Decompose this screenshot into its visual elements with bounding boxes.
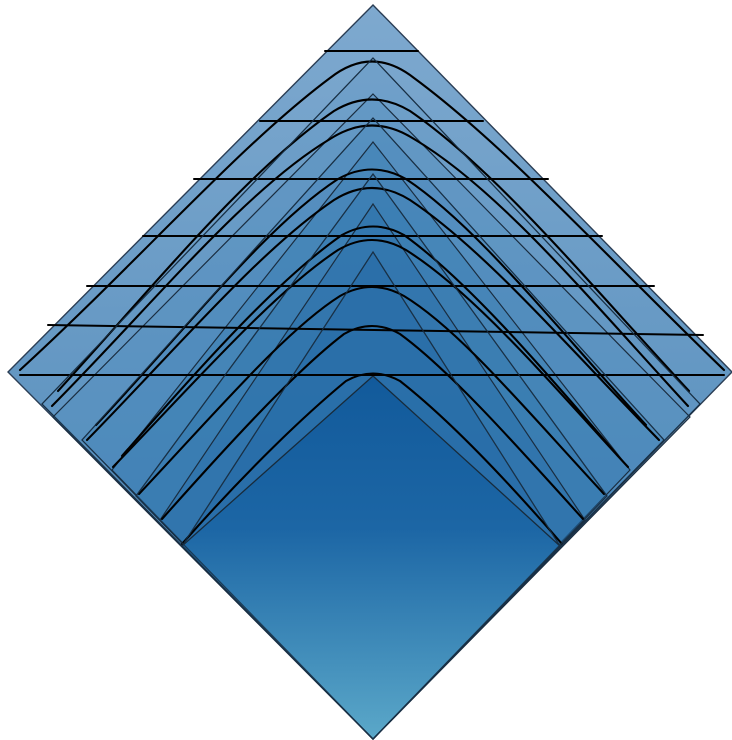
diagram-stage xyxy=(0,0,732,740)
nested-diamond-diagram xyxy=(0,0,732,740)
